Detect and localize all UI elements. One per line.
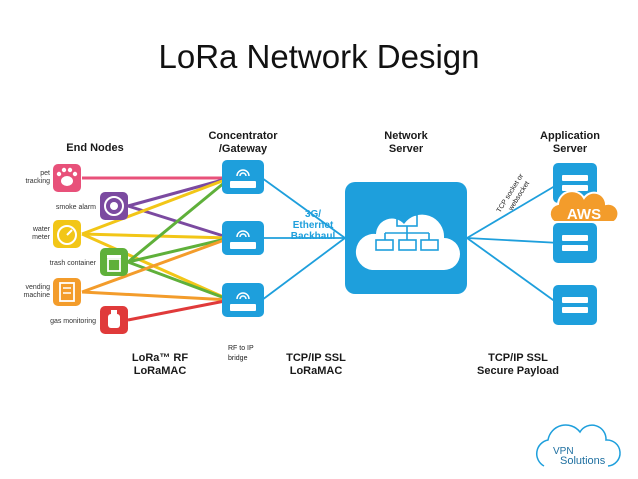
node-label-vending-2: machine [24, 292, 51, 299]
header-end-nodes: End Nodes [66, 142, 123, 154]
label-lora-rf: LoRa™ RF [132, 352, 189, 364]
node-links [81, 176, 231, 322]
label-loramac-1: LoRaMAC [134, 365, 187, 377]
link-gas-gw3 [127, 298, 231, 322]
node-label-smoke: smoke alarm [56, 204, 96, 211]
link-smoke-gw1 [127, 176, 231, 208]
gateway-3 [222, 283, 264, 317]
app-server-3 [553, 285, 597, 325]
gateway-2 [222, 221, 264, 255]
aws-label: AWS [567, 206, 601, 223]
label-tcp-ssl-2: TCP/IP SSL [488, 352, 548, 364]
node-label-water-1: water [32, 226, 51, 233]
label-rf-ip-1: RF to IP [228, 345, 254, 352]
header-network-server: Server [389, 143, 424, 155]
header-application-server: Server [553, 143, 588, 155]
node-label-gas: gas monitoring [50, 318, 96, 325]
link-water-gw2 [81, 232, 231, 240]
node-label-pet-2: tracking [25, 178, 50, 185]
link-water-gw1 [81, 176, 231, 236]
vpn-solutions-logo: VPN Solutions [536, 424, 621, 467]
logo-line-1: VPN [553, 446, 574, 457]
header-application: Application [540, 130, 600, 142]
link-vending-gw3 [81, 290, 231, 302]
page-title: LoRa Network Design [158, 38, 480, 75]
label-loramac-2: LoRaMAC [290, 365, 343, 377]
link-server-app1 [466, 182, 561, 239]
header-network: Network [384, 130, 428, 142]
aws-badge: AWS [548, 190, 620, 223]
node-label-trash: trash container [50, 260, 97, 267]
link-vending-gw2 [81, 236, 231, 294]
backhaul-label-2: Ethernet [293, 220, 334, 231]
backhaul-label-1: 3G/ [305, 209, 321, 220]
link-trash-gw1 [127, 176, 231, 264]
node-label-vending-1: vending [25, 284, 50, 291]
backhaul-label-3: Backhaul [291, 231, 336, 242]
header-gateway: /Gateway [219, 143, 268, 155]
link-server-app3 [466, 237, 561, 306]
label-secure-payload: Secure Payload [477, 365, 559, 377]
link-gw3-server [261, 237, 346, 301]
label-tcp-ssl-1: TCP/IP SSL [286, 352, 346, 364]
header-concentrator: Concentrator [208, 130, 278, 142]
label-rf-ip-2: bridge [228, 355, 248, 362]
link-trash-gw2 [127, 236, 231, 264]
app-server-2 [553, 223, 597, 263]
link-server-app2 [466, 237, 561, 244]
backhaul-links [261, 177, 561, 306]
link-water-gw3 [81, 232, 231, 302]
network-server-icon [345, 182, 467, 294]
logo-line-2: Solutions [560, 455, 606, 467]
node-label-water-2: meter [32, 234, 51, 241]
node-label-pet-1: pet [40, 170, 50, 177]
gateway-1 [222, 160, 264, 194]
link-gw1-server [261, 177, 346, 239]
